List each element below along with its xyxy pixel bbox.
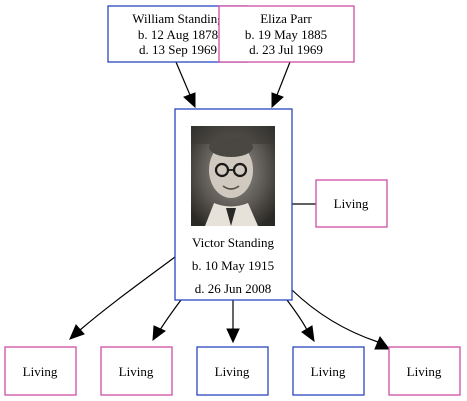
spouse-name: Living (334, 196, 369, 211)
child-2-box (100, 346, 173, 396)
person-node-child[interactable]: Living (4, 346, 77, 396)
father-name: William Standing (132, 11, 224, 26)
person-node-mother[interactable]: Eliza Parr b. 19 May 1885 d. 23 Jul 1969 (218, 5, 355, 63)
edge-mother-subject (276, 61, 291, 96)
edge-to-child-5 (291, 289, 379, 343)
edge-to-child-2 (159, 299, 182, 331)
child-3-name: Living (215, 364, 250, 379)
subject-birth: b. 10 May 1915 (192, 258, 274, 273)
child-5-name: Living (407, 364, 442, 379)
child-1-box (4, 346, 77, 396)
child-3-box (196, 346, 269, 396)
arrowhead-child-2 (152, 325, 166, 342)
person-node-spouse[interactable]: Living (315, 179, 388, 228)
arrowhead-child-3 (226, 328, 240, 344)
person-node-child[interactable]: Living (100, 346, 173, 396)
mother-name: Eliza Parr (260, 11, 312, 26)
spouse-box (315, 179, 388, 228)
edge-father-subject (175, 61, 191, 96)
person-node-child[interactable]: Living (388, 346, 461, 396)
arrowhead-father (183, 92, 196, 109)
father-death: d. 13 Sep 1969 (139, 42, 217, 57)
arrowhead-child-4 (301, 325, 315, 343)
arrowhead-mother (271, 92, 284, 109)
father-birth: b. 12 Aug 1878 (138, 27, 218, 42)
person-node-child[interactable]: Living (196, 346, 269, 396)
child-4-name: Living (311, 364, 346, 379)
person-node-child[interactable]: Living (292, 346, 365, 396)
child-2-name: Living (119, 364, 154, 379)
edge-to-child-4 (286, 299, 308, 331)
mother-death: d. 23 Jul 1969 (249, 42, 323, 57)
child-1-name: Living (23, 364, 58, 379)
child-5-box (388, 346, 461, 396)
arrowhead-child-5 (374, 336, 390, 350)
subject-name: Victor Standing (192, 235, 274, 250)
portrait-photo-icon (191, 126, 275, 226)
mother-birth: b. 19 May 1885 (245, 27, 327, 42)
arrowhead-child-1 (69, 324, 85, 340)
person-node-subject[interactable]: Victor Standing b. 10 May 1915 d. 26 Jun… (174, 108, 293, 301)
subject-death: d. 26 Jun 2008 (195, 281, 272, 296)
mother-box (218, 5, 355, 63)
edges (69, 61, 390, 350)
child-4-box (292, 346, 365, 396)
edge-to-child-1 (79, 256, 176, 331)
